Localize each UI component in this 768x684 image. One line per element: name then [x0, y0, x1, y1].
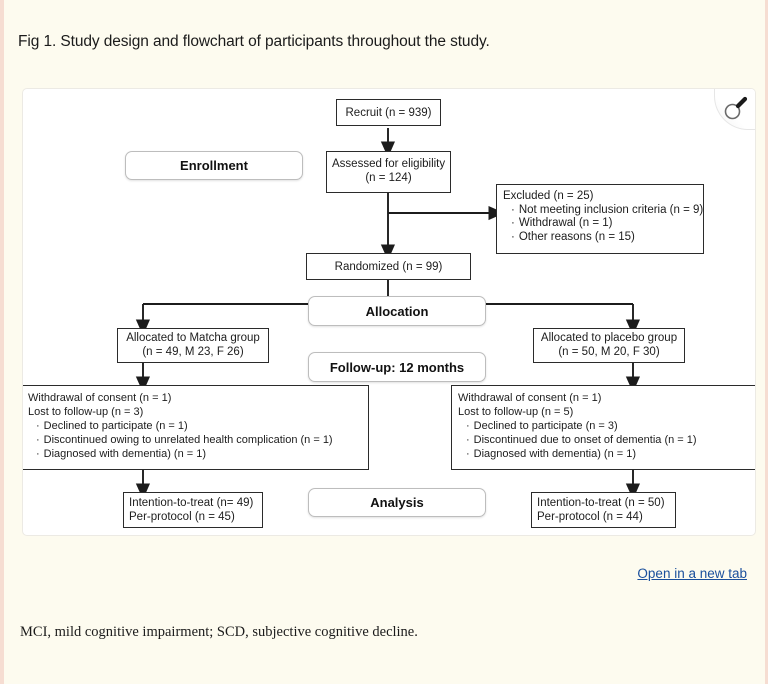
figure-panel: Recruit (n = 939) Assessed for eligibili… [22, 88, 756, 536]
stage-label-allocation: Allocation [308, 296, 486, 326]
stage-label-analysis: Analysis [308, 488, 486, 517]
node-excluded: Excluded (n = 25) Not meeting inclusion … [496, 184, 704, 254]
node-allocated-placebo: Allocated to placebo group (n = 50, M 20… [533, 328, 685, 363]
open-in-new-tab-link[interactable]: Open in a new tab [637, 566, 747, 581]
node-allocated-matcha: Allocated to Matcha group (n = 49, M 23,… [117, 328, 269, 363]
flowchart: Recruit (n = 939) Assessed for eligibili… [23, 89, 755, 535]
stage-label-followup: Follow-up: 12 months [308, 352, 486, 382]
node-attrition-matcha: Withdrawal of consent (n = 1) Lost to fo… [23, 385, 369, 470]
node-attrition-placebo: Withdrawal of consent (n = 1) Lost to fo… [451, 385, 755, 470]
node-randomized: Randomized (n = 99) [306, 253, 471, 280]
figure-caption: Fig 1. Study design and flowchart of par… [18, 33, 490, 50]
node-assessed-for-eligibility: Assessed for eligibility (n = 124) [326, 151, 451, 193]
node-analysis-placebo: Intention-to-treat (n = 50) Per-protocol… [531, 492, 676, 528]
node-analysis-matcha: Intention-to-treat (n= 49) Per-protocol … [123, 492, 263, 528]
figure-footnote: MCI, mild cognitive impairment; SCD, sub… [20, 624, 418, 640]
stage-label-enrollment: Enrollment [125, 151, 303, 180]
node-recruit: Recruit (n = 939) [336, 99, 441, 126]
